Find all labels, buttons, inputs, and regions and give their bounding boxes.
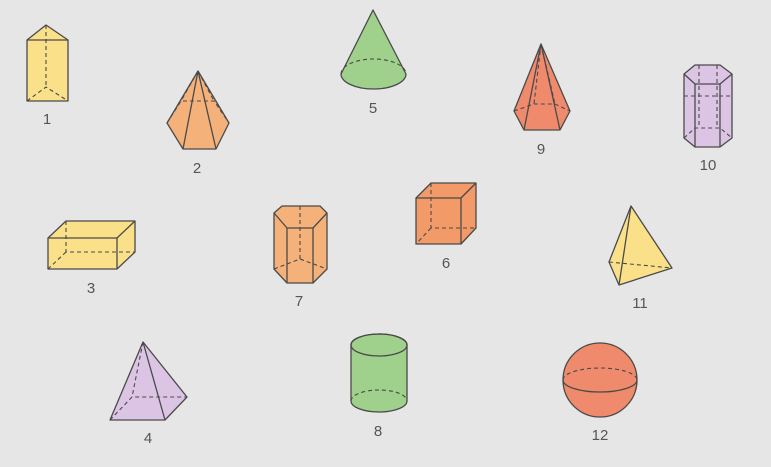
square-pyramid-icon — [109, 341, 188, 421]
hexagonal-pyramid-icon — [166, 70, 230, 150]
shape-label-7: 7 — [295, 293, 303, 310]
shape-label-8: 8 — [374, 423, 382, 440]
shape-label-12: 12 — [592, 427, 609, 444]
pentagonal-pyramid-icon — [513, 43, 571, 131]
sphere-icon — [562, 342, 638, 418]
shape-label-9: 9 — [537, 141, 545, 158]
cube-icon — [415, 182, 477, 245]
shape-label-5: 5 — [369, 100, 377, 117]
shape-label-10: 10 — [700, 157, 717, 174]
shape-label-2: 2 — [193, 160, 201, 177]
cylinder-icon — [350, 333, 408, 413]
cone-icon — [340, 9, 407, 90]
triangular-prism-icon — [26, 24, 69, 102]
shape-label-1: 1 — [43, 111, 51, 128]
rectangular-prism-icon — [47, 220, 136, 270]
shape-label-11: 11 — [632, 295, 648, 312]
triangular-pyramid-icon — [608, 205, 673, 286]
hexagonal-prism-icon — [683, 64, 733, 148]
shape-label-4: 4 — [144, 430, 152, 447]
shape-label-3: 3 — [87, 280, 95, 297]
pentagonal-prism-icon — [273, 205, 328, 284]
shape-label-6: 6 — [442, 255, 450, 272]
